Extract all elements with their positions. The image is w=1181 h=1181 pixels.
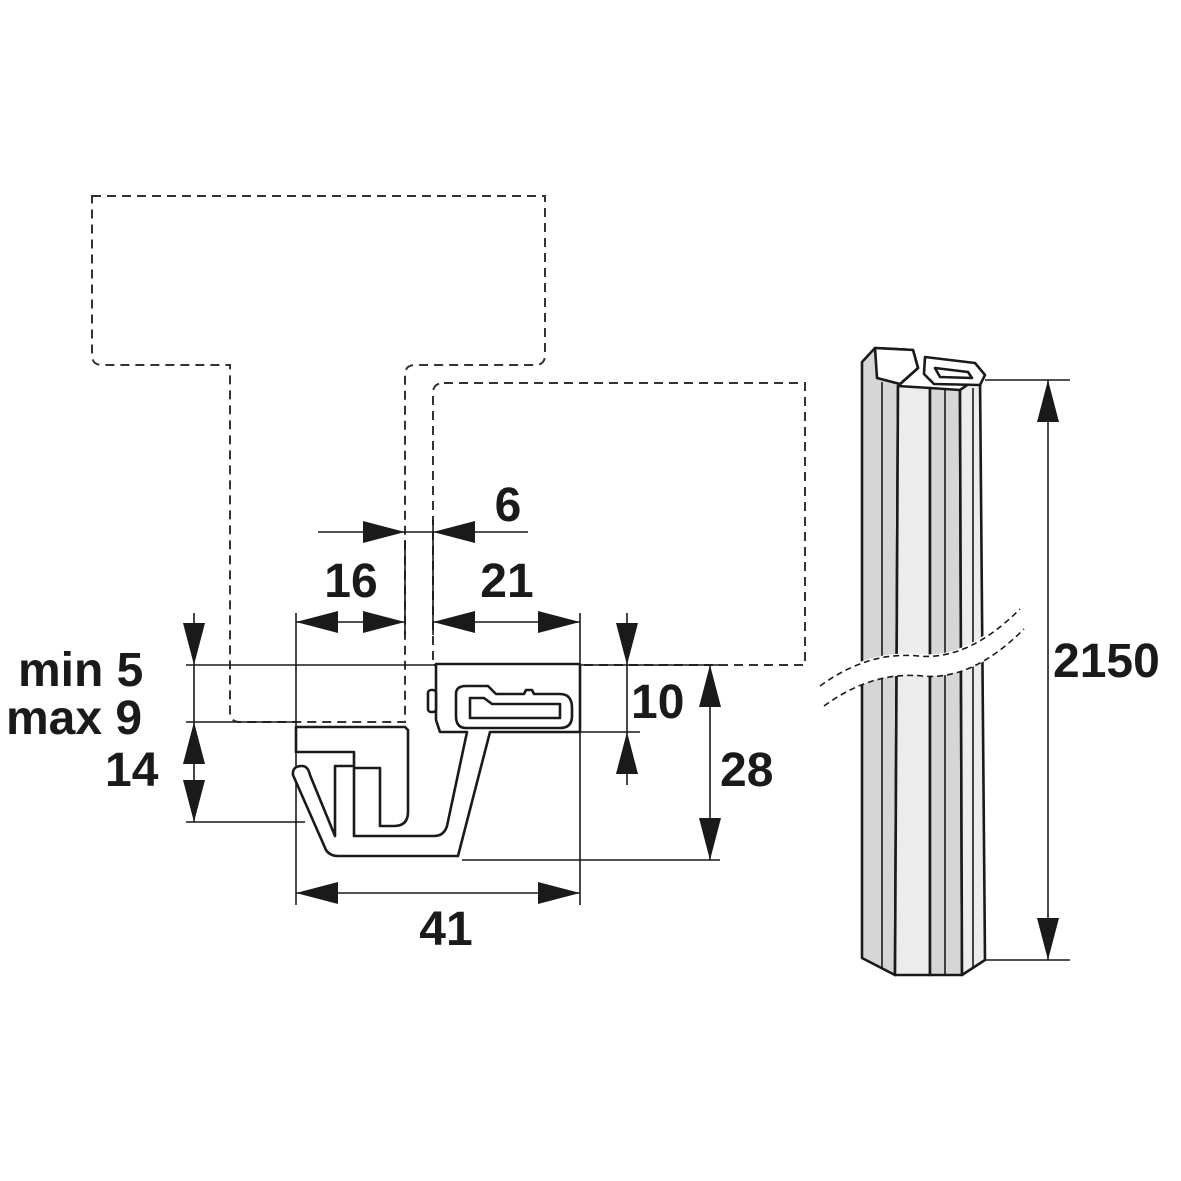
- dimension-14: [183, 722, 205, 822]
- dimension-41: [296, 882, 580, 904]
- dimension-28-label: 28: [720, 744, 773, 797]
- dimension-10: [616, 613, 638, 785]
- profile-3d-view: [815, 346, 1030, 977]
- seal-nub: [426, 688, 438, 714]
- dimension-16: [296, 611, 405, 633]
- dimension-min-label: min 5: [18, 644, 143, 697]
- dimension-21: [433, 611, 580, 633]
- dimension-16-label: 16: [324, 555, 377, 608]
- left-door-outline: [91, 195, 546, 723]
- dimension-max-label: max 9: [6, 692, 142, 745]
- dimension-10-label: 10: [631, 676, 684, 729]
- dimension-2150-label: 2150: [1053, 635, 1160, 688]
- profile-cross-section: [291, 662, 582, 858]
- dimension-6-label: 6: [495, 479, 522, 532]
- dimension-41-label: 41: [419, 903, 472, 956]
- dimension-28: [699, 665, 721, 860]
- dimension-2150: [1037, 380, 1059, 960]
- dimension-14-label: 14: [105, 744, 159, 797]
- dimension-6: [318, 521, 528, 543]
- dimension-21-label: 21: [480, 555, 533, 608]
